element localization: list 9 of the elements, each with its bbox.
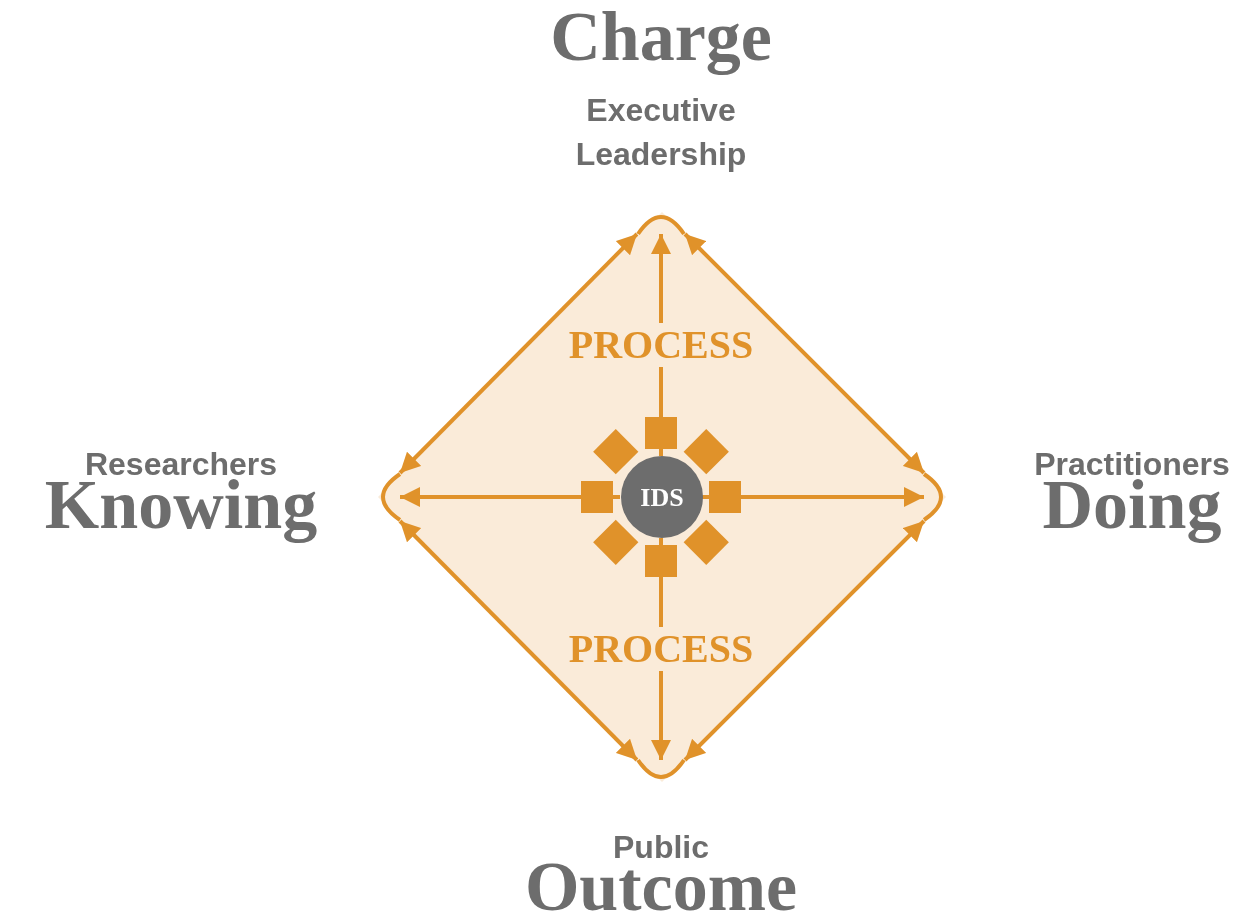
- corner-arc: [637, 760, 685, 782]
- double-arrow: [683, 519, 926, 762]
- corner-arc: [378, 473, 400, 521]
- double-arrow: [398, 232, 639, 475]
- double-arrow: [683, 232, 926, 475]
- subheading-text: Executive Leadership: [574, 91, 748, 174]
- double-arrow: [398, 519, 639, 762]
- corner-arc: [637, 212, 685, 234]
- corner-arc: [924, 473, 946, 521]
